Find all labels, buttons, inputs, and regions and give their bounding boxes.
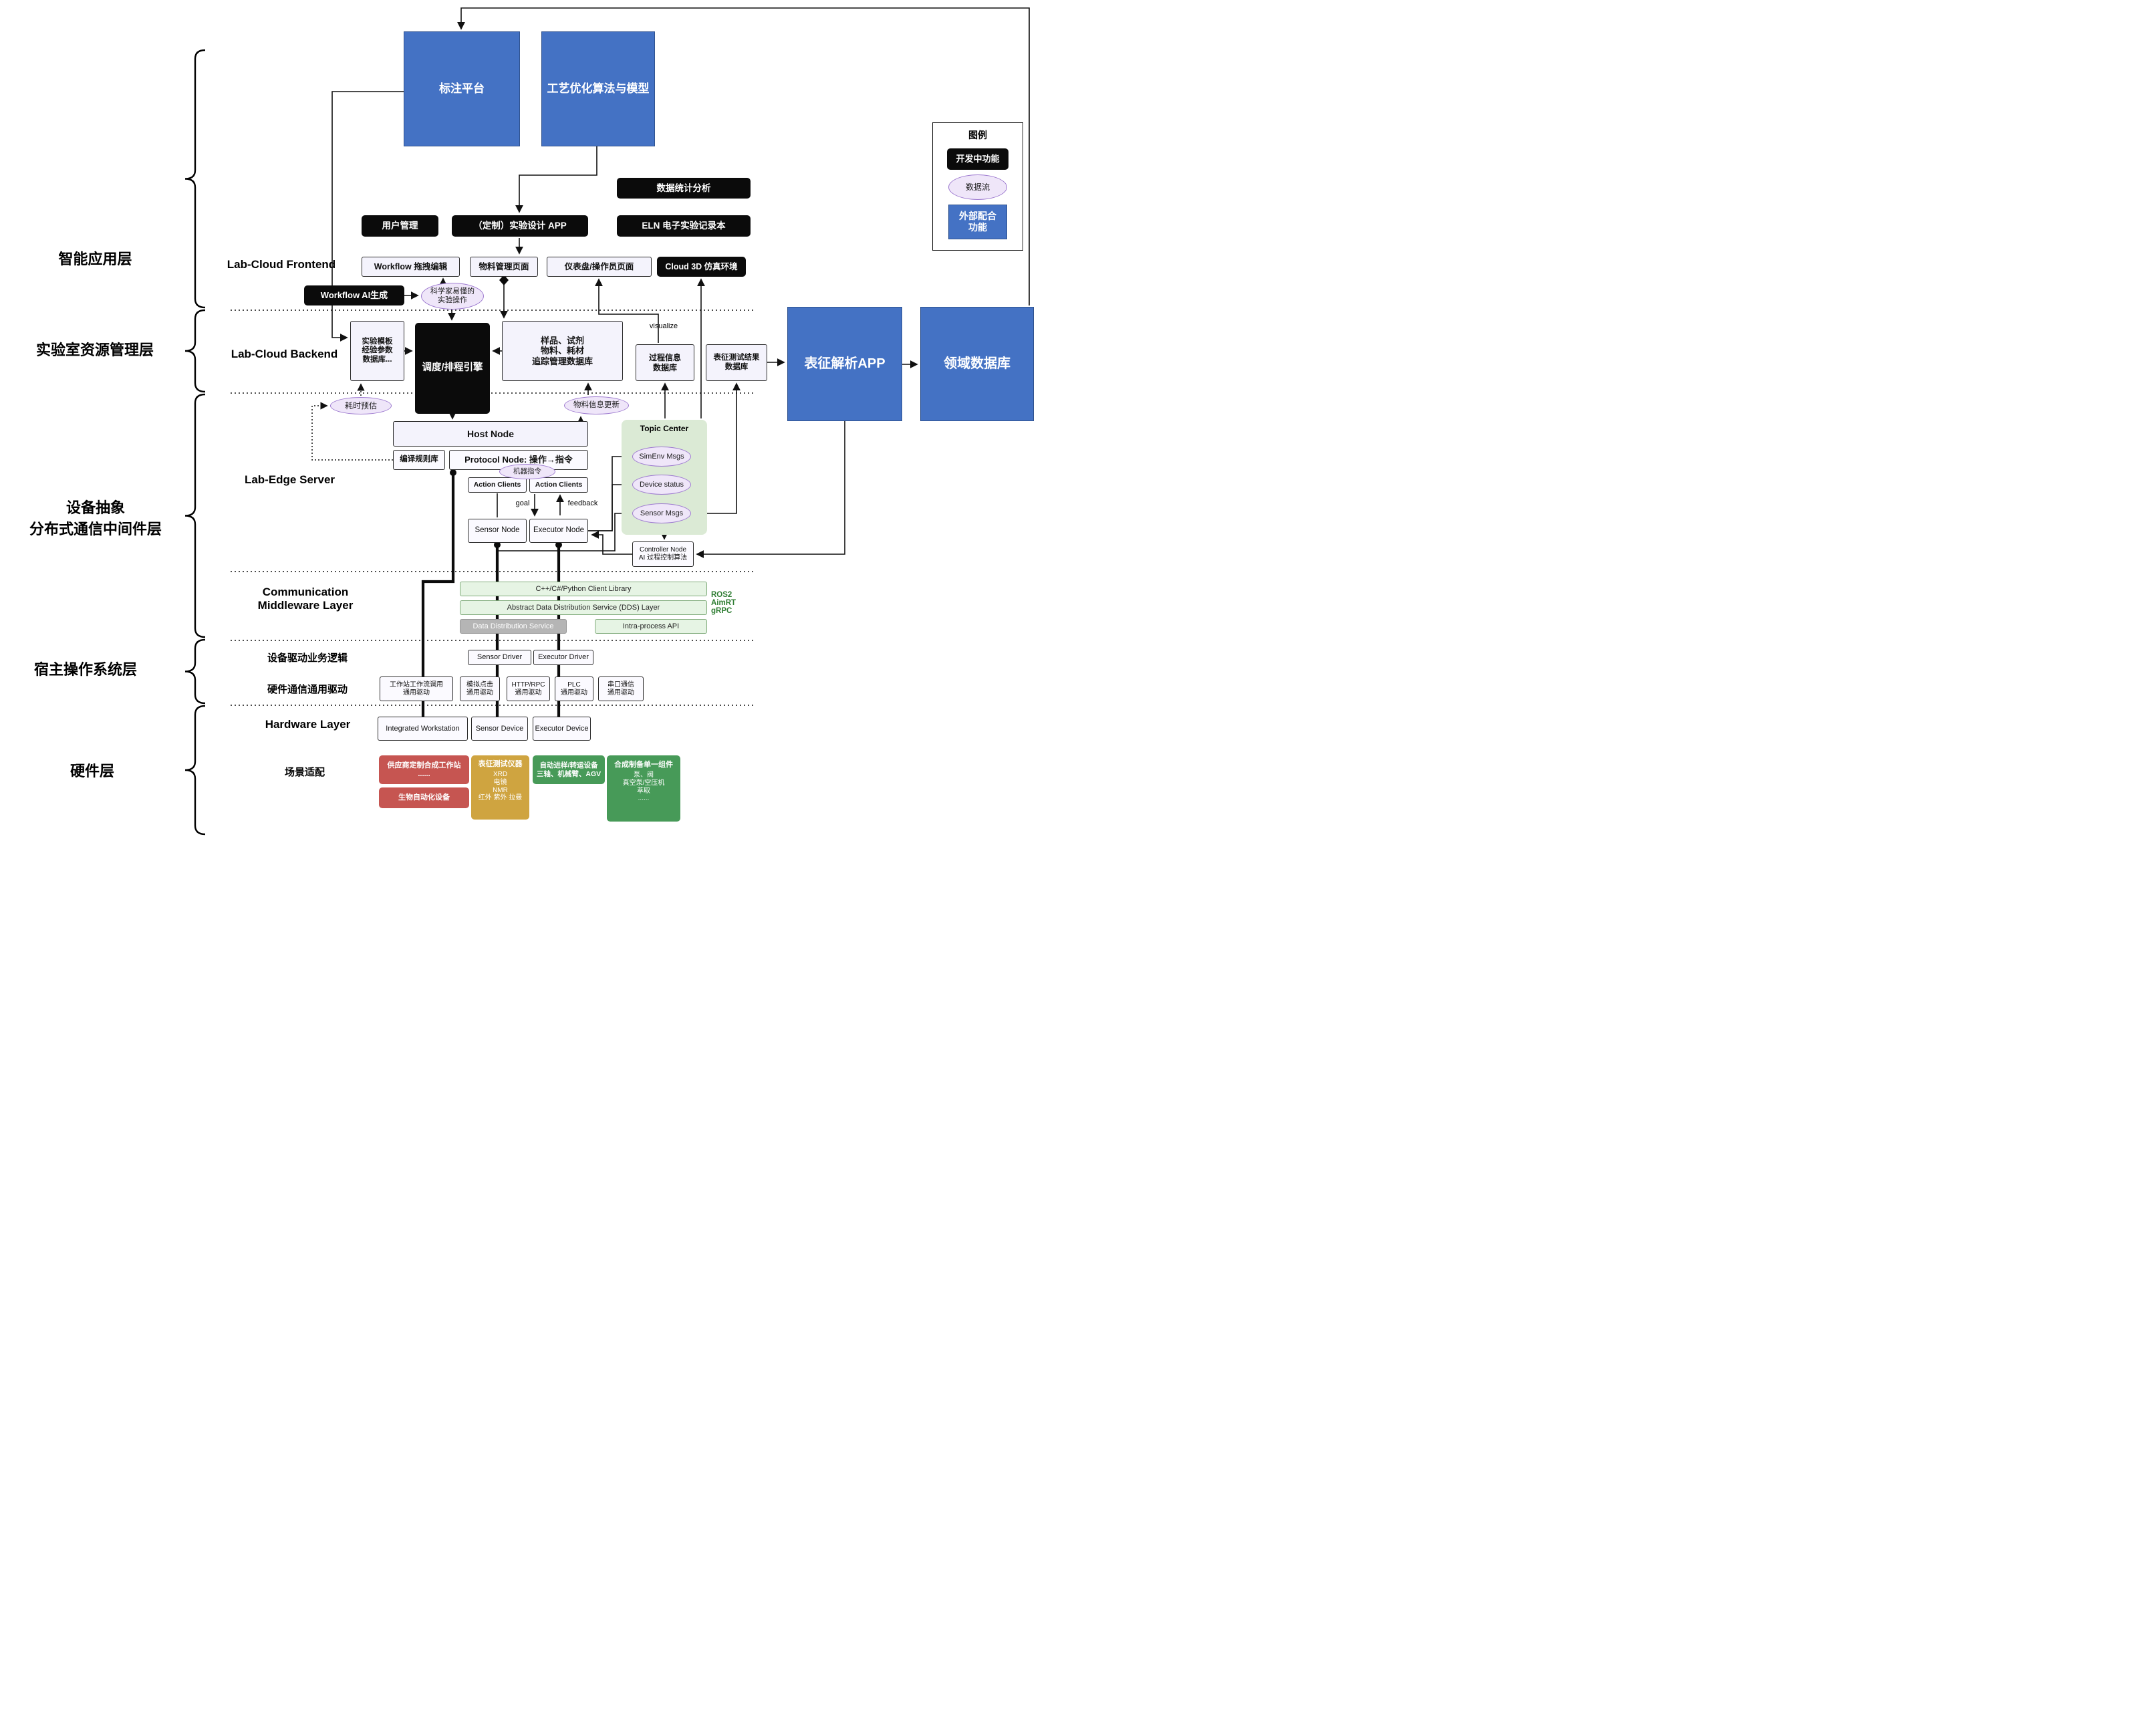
- serial-driver-box: 串口通信 通用驱动: [598, 677, 644, 701]
- action-clients-box-2: Action Clients: [529, 477, 588, 493]
- controller-node-box: Controller Node AI 过程控制算法: [632, 541, 694, 567]
- characterization-title: 表征测试仪器: [478, 760, 523, 768]
- template-db-box: 实验模板 经验参数 数据库...: [350, 321, 404, 381]
- synthesis-title: 合成制备单一组件: [614, 761, 673, 769]
- sensor-msgs-ellipse: Sensor Msgs: [632, 503, 691, 523]
- layer-label-resource: 实验室资源管理层: [35, 342, 154, 358]
- workflow-ai-box: Workflow AI生成: [304, 285, 404, 305]
- time-estimate-ellipse: 耗时预估: [330, 397, 392, 414]
- eln-box: ELN 电子实验记录本: [617, 215, 751, 237]
- feedback-label: feedback: [567, 499, 598, 507]
- material-page-box: 物料管理页面: [470, 257, 538, 277]
- legend-title: 图例: [968, 130, 987, 140]
- scheduler-box: 调度/排程引擎: [415, 323, 490, 414]
- dds-service-bar: Data Distribution Service: [460, 619, 567, 634]
- sensor-device-box: Sensor Device: [471, 717, 528, 741]
- executor-device-box: Executor Device: [533, 717, 591, 741]
- transfer-equipment-box: 自动进样/转运设备 三轴、机械臂、AGV: [533, 755, 605, 784]
- vendor-workstation-box: 供应商定制合成工作站 ......: [379, 755, 469, 784]
- characterization-instruments-box: 表征测试仪器 XRD 电镜 NMR 红外 紫外 拉曼: [471, 755, 529, 820]
- characterization-items: XRD 电镜 NMR 红外 紫外 拉曼: [478, 770, 523, 802]
- bus-junction-dots: [450, 275, 562, 548]
- executor-driver-box: Executor Driver: [533, 650, 593, 665]
- device-status-ellipse: Device status: [632, 475, 691, 495]
- layer-braces: [184, 49, 206, 836]
- aggregation-diamond: [499, 275, 509, 285]
- synthesis-items: 泵、阀 真空泵/空压机 萃取 ......: [622, 771, 665, 803]
- workstation-driver-box: 工作站工作流调用 通用驱动: [380, 677, 453, 701]
- process-db-box: 过程信息 数据库: [636, 344, 694, 381]
- cloud-3d-box: Cloud 3D 仿真环境: [657, 257, 746, 277]
- exp-design-app-box: （定制）实验设计 APP: [452, 215, 588, 237]
- client-library-bar: C++/C#/Python Client Library: [460, 582, 707, 596]
- integrated-workstation-box: Integrated Workstation: [378, 717, 468, 741]
- domain-db-node: 领域数据库: [920, 307, 1034, 421]
- comm-section-label: Communication Middleware Layer: [257, 586, 354, 612]
- scene-adapt-label: 场景适配: [284, 767, 325, 778]
- material-update-ellipse: 物料信息更新: [564, 396, 629, 414]
- legend-data-flow-ellipse: 数据流: [948, 174, 1007, 200]
- compile-rules-box: 编译规则库: [393, 450, 445, 470]
- sci-ops-ellipse: 科学家易懂的 实验操作: [421, 283, 484, 310]
- simenv-msgs-ellipse: SimEnv Msgs: [632, 447, 691, 467]
- edge-section-label: Lab-Edge Server: [244, 473, 335, 486]
- layer-label-middleware: 设备抽象 分布式通信中间件层: [29, 499, 162, 537]
- layer-label-host-os: 宿主操作系统层: [33, 661, 137, 678]
- dds-abstract-bar: Abstract Data Distribution Service (DDS)…: [460, 600, 707, 615]
- frontend-section-label: Lab-Cloud Frontend: [227, 258, 336, 271]
- goal-label: goal: [515, 499, 530, 507]
- char-analysis-app-node: 表征解析APP: [787, 307, 902, 421]
- http-rpc-driver-box: HTTP/RPC 通用驱动: [507, 677, 550, 701]
- host-node-box: Host Node: [393, 421, 588, 447]
- synthesis-components-box: 合成制备单一组件 泵、阀 真空泵/空压机 萃取 ......: [607, 755, 680, 822]
- legend-in-dev-box: 开发中功能: [947, 148, 1008, 170]
- process-optimization-node: 工艺优化算法与模型: [541, 31, 655, 146]
- hardware-section-label: Hardware Layer: [265, 718, 351, 731]
- layer-label-app: 智能应用层: [58, 251, 132, 267]
- machine-cmd-ellipse: 机器指令: [499, 464, 555, 479]
- data-stats-box: 数据统计分析: [617, 178, 751, 199]
- user-mgmt-box: 用户管理: [362, 215, 438, 237]
- executor-node-box: Executor Node: [529, 519, 588, 543]
- tracking-db-box: 样品、试剂 物料、耗材 追踪管理数据库: [502, 321, 623, 381]
- sensor-node-box: Sensor Node: [468, 519, 527, 543]
- plc-driver-box: PLC 通用驱动: [555, 677, 593, 701]
- driver-logic-label: 设备驱动业务逻辑: [267, 652, 348, 664]
- intra-process-api-bar: Intra-process API: [595, 619, 707, 634]
- architecture-diagram: 智能应用层 实验室资源管理层 设备抽象 分布式通信中间件层 宿主操作系统层 硬件…: [0, 0, 1048, 836]
- char-result-db-box: 表征测试结果 数据库: [706, 344, 767, 381]
- backend-section-label: Lab-Cloud Backend: [231, 348, 338, 360]
- workflow-edit-box: Workflow 拖拽编辑: [362, 257, 460, 277]
- hw-comm-label: 硬件通信通用驱动: [267, 684, 348, 695]
- dashboard-page-box: 仪表盘/操作员页面: [547, 257, 652, 277]
- layer-label-hardware: 硬件层: [70, 763, 114, 779]
- annotation-platform-node: 标注平台: [404, 31, 520, 146]
- sensor-driver-box: Sensor Driver: [468, 650, 531, 665]
- topic-center-label: Topic Center: [640, 424, 689, 433]
- layer-separators: [231, 310, 754, 706]
- middleware-stack-label: ROS2 AimRT gRPC: [711, 591, 736, 615]
- legend-external-box: 外部配合 功能: [948, 205, 1007, 239]
- action-clients-box-1: Action Clients: [468, 477, 527, 493]
- bio-automation-box: 生物自动化设备: [379, 787, 469, 808]
- visualize-label: visualize: [649, 322, 678, 330]
- click-driver-box: 模拟点击 通用驱动: [460, 677, 500, 701]
